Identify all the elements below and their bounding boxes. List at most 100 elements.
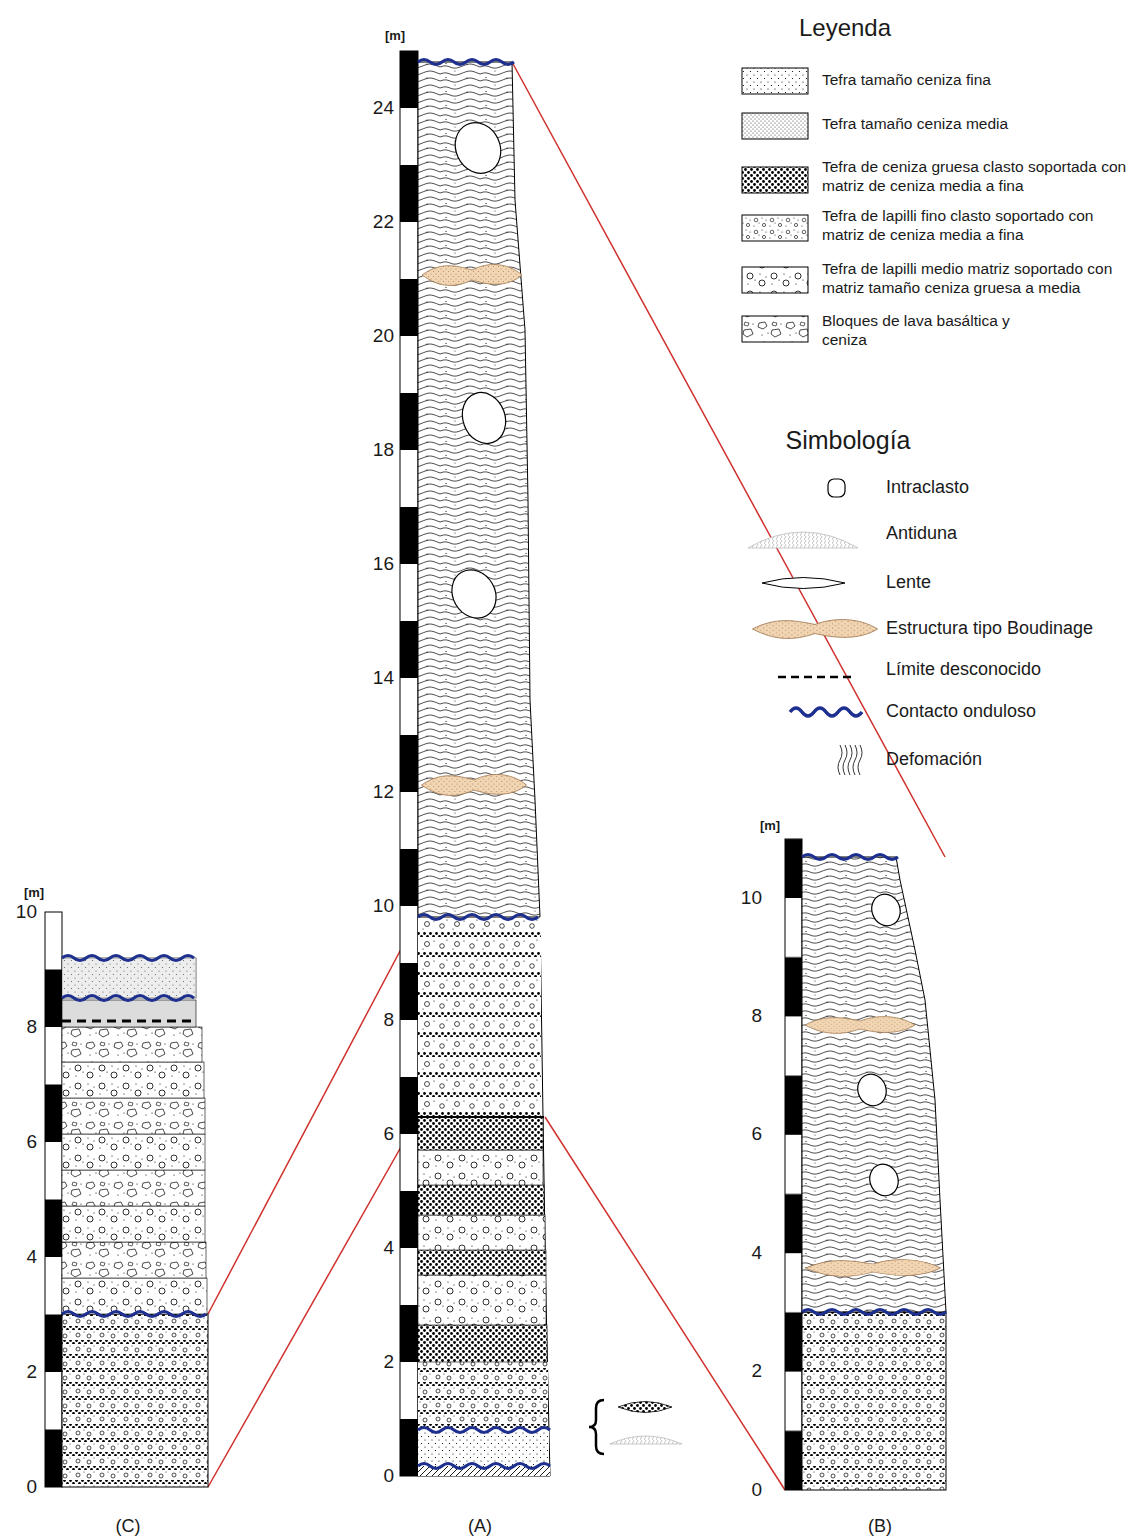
coarse-ash-layer (418, 1185, 544, 1215)
thin-layers (62, 1314, 208, 1487)
legend-text: Tefra de lapilli medio matriz soportado … (822, 260, 1130, 297)
fine-ash-layer (62, 958, 196, 998)
column-label: (C) (116, 1516, 141, 1538)
symbol-text: Intraclasto (886, 477, 969, 499)
lapilli-layer (62, 1134, 205, 1170)
scale-number: 4 (383, 1237, 394, 1260)
correlation-line (208, 917, 418, 1314)
wavy-contact (62, 1312, 206, 1317)
intraclast (455, 386, 512, 449)
scale-number: 14 (373, 667, 394, 690)
wavy-contact (418, 60, 514, 65)
symbol-text: Defomación (886, 749, 982, 771)
blocks-layer (62, 1170, 205, 1206)
scale-number: 8 (751, 1005, 762, 1028)
wavy-contacts (802, 855, 946, 1315)
wavy-contact (62, 956, 194, 961)
lapilli-layer (62, 1278, 207, 1314)
scale-number: 0 (26, 1476, 37, 1499)
unknown-boundary (62, 1020, 196, 1023)
boudinage-symbol (753, 620, 878, 639)
wavy-contact (62, 996, 194, 1001)
scale-number: 8 (26, 1016, 37, 1039)
fine-ash-layer (418, 1430, 549, 1466)
legend-swatch (742, 113, 808, 139)
antidune-symbol (748, 532, 858, 548)
symbol-text: Lente (886, 572, 931, 594)
scale-number: 24 (373, 97, 394, 120)
intraclast (867, 890, 904, 930)
correlation-line (545, 1117, 785, 1490)
wavy-contact (418, 915, 538, 920)
scale-number: 10 (16, 901, 37, 924)
scale-number: 22 (373, 211, 394, 234)
wavy-contact (802, 1310, 946, 1315)
boudinage (422, 775, 527, 796)
symbol-text: Límite desconocido (886, 659, 1041, 681)
legend-title: Leyenda (799, 14, 891, 43)
scale-number: 8 (383, 1009, 394, 1032)
column-label: (B) (868, 1516, 892, 1538)
coarse-ash-layer (418, 1250, 546, 1275)
legend-swatch (742, 215, 808, 241)
layered-section (418, 917, 550, 1476)
lapilli-layer (62, 1206, 205, 1242)
legend-swatch (742, 167, 808, 193)
lapilli-layer (62, 1062, 204, 1098)
boudinage (806, 1260, 941, 1277)
wavy-contact (802, 855, 898, 860)
scale-number: 4 (751, 1242, 762, 1265)
wavy-contact (418, 1464, 550, 1469)
scale-number: 20 (373, 325, 394, 348)
intraclast (865, 1160, 902, 1200)
wavy-contacts (418, 60, 550, 1469)
antidune-symbol (610, 1436, 682, 1444)
wavy-contact-symbol (790, 708, 862, 716)
blocks-layer (62, 1242, 206, 1278)
blocks-layer (62, 1098, 205, 1134)
legend-swatches (742, 68, 808, 342)
scale-number: 6 (383, 1123, 394, 1146)
scale-number: 18 (373, 439, 394, 462)
legend-swatch (742, 267, 808, 293)
legend-swatch (742, 68, 808, 94)
legend-text: Tefra de ceniza gruesa clasto soportada … (822, 158, 1130, 195)
thin-layers (418, 1362, 548, 1430)
scale-number: 2 (26, 1361, 37, 1384)
legend-text: Tefra tamaño ceniza media (822, 115, 1008, 134)
scale-bar (45, 912, 62, 1487)
legend-title: Simbología (785, 425, 910, 455)
unit-label: [m] (24, 885, 44, 901)
intraclast-symbol (828, 479, 845, 497)
column-a (418, 60, 682, 1477)
wavy-contact (418, 1428, 550, 1433)
unit-label: [m] (385, 28, 405, 44)
deformed-unit (418, 62, 540, 917)
scale-number: 6 (751, 1123, 762, 1146)
lapilli-layer (418, 1275, 546, 1325)
legend-text: Bloques de lava basáltica y ceniza (822, 312, 1012, 349)
boudinage (422, 265, 522, 286)
fine-ash-tone (62, 958, 196, 998)
scale-number: 10 (741, 887, 762, 910)
thin-layers (418, 917, 541, 1117)
scale-number: 6 (26, 1131, 37, 1154)
column-b (802, 855, 946, 1491)
lapilli-layer (418, 1150, 543, 1185)
boudinage (805, 1017, 915, 1034)
symbol-text: Estructura tipo Boudinage (886, 618, 1093, 640)
intraclast (443, 562, 504, 626)
scale-number: 16 (373, 553, 394, 576)
deformed-unit (802, 857, 946, 1312)
column-label: (A) (468, 1516, 492, 1538)
intraclast (447, 115, 509, 181)
unit-label: [m] (760, 818, 780, 834)
column-c (62, 956, 208, 1488)
intraclast (853, 1070, 890, 1110)
coarse-ash-layer (418, 1117, 543, 1150)
scale-bar (400, 51, 418, 1476)
symbol-samples (748, 479, 878, 775)
scale-number: 4 (26, 1246, 37, 1269)
scale-number: 12 (373, 781, 394, 804)
legend-swatch (742, 316, 808, 342)
